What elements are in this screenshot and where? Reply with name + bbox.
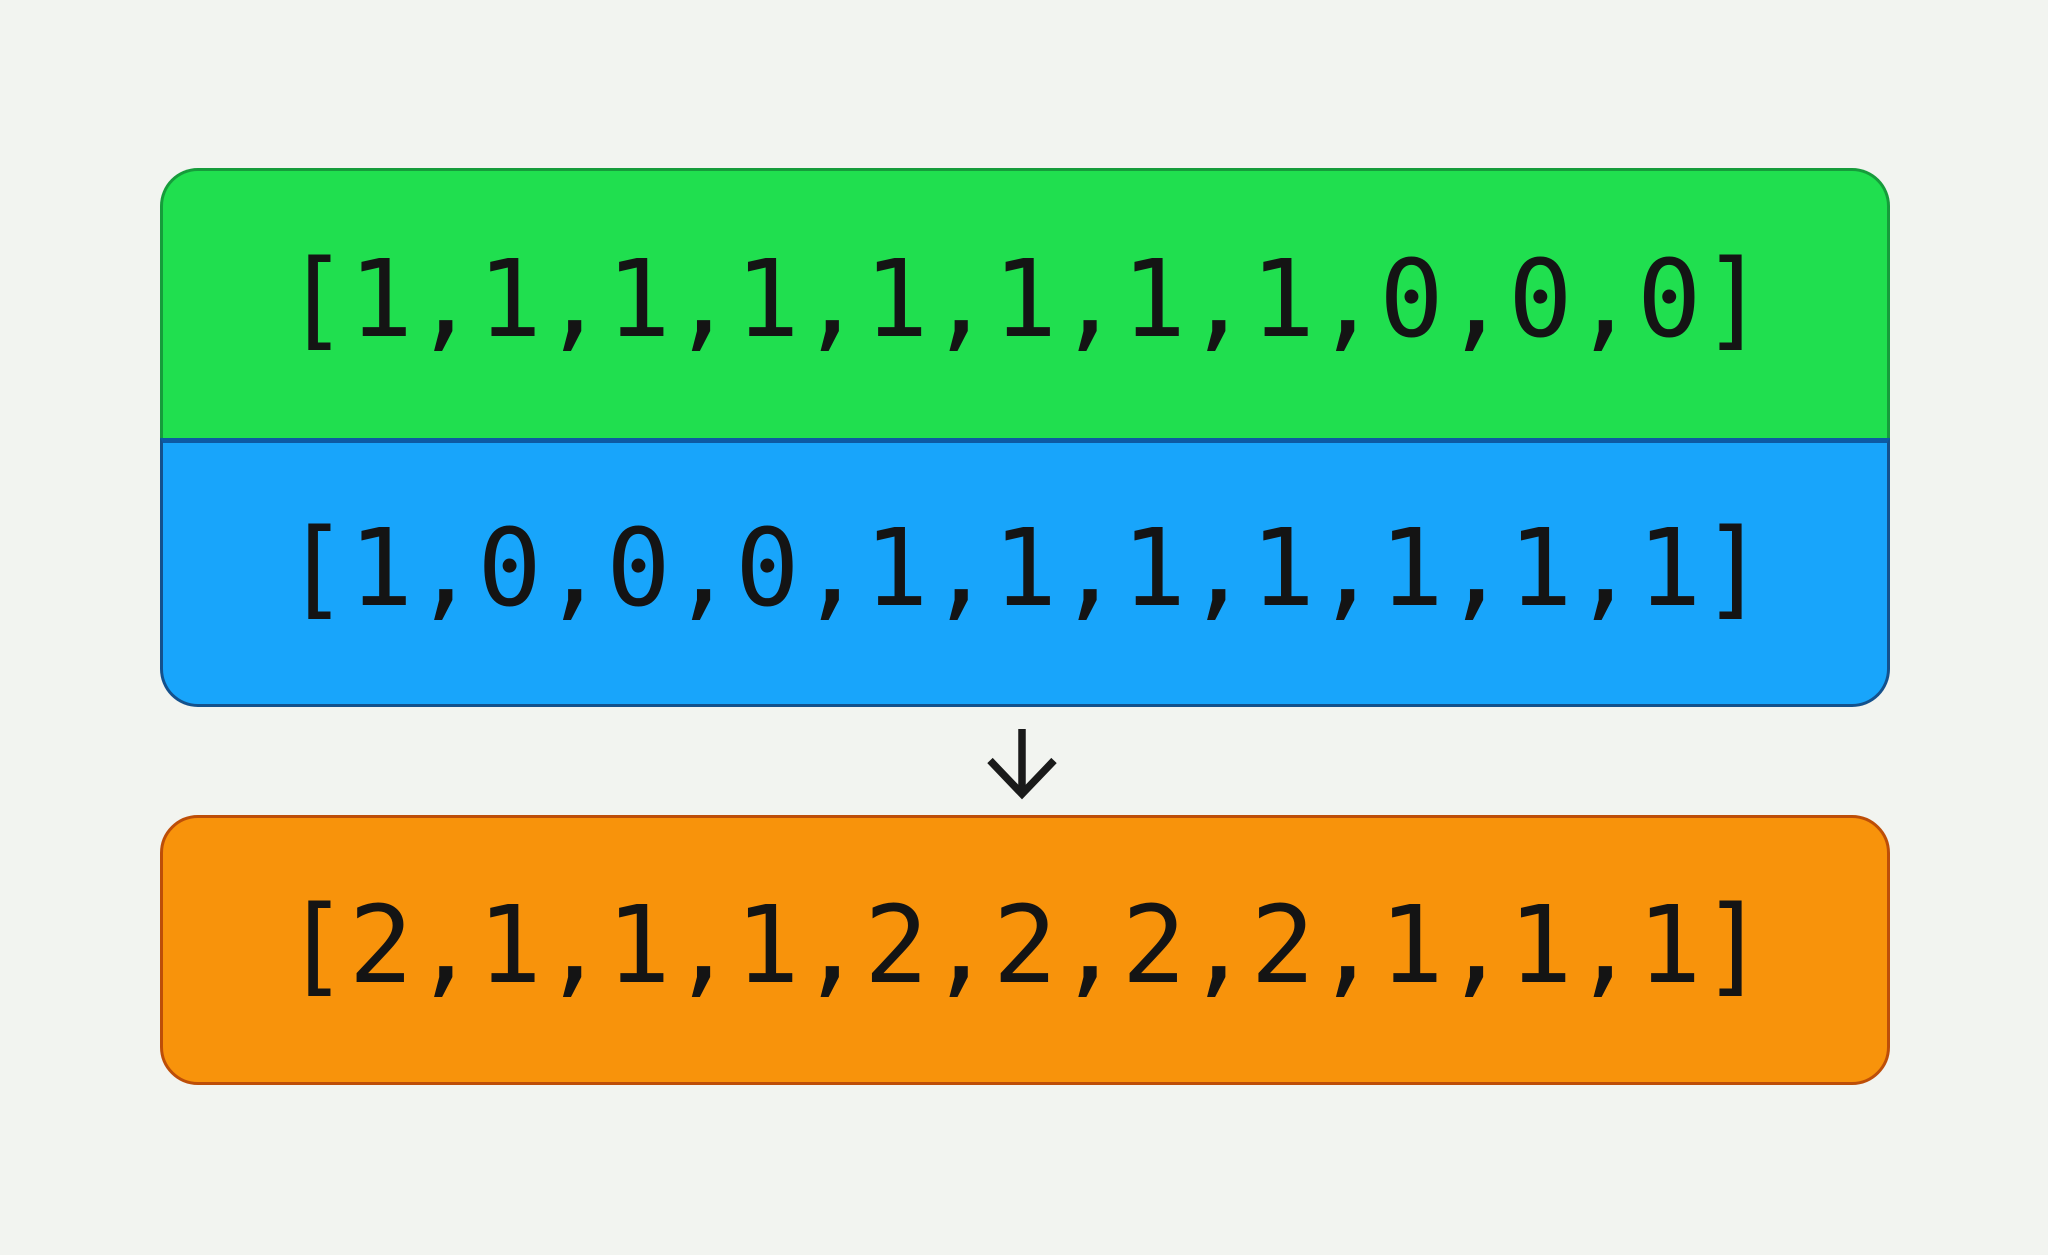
array-box-blue: [1,0,0,0,1,1,1,1,1,1,1]: [160, 438, 1890, 707]
array-box-orange-result: [2,1,1,1,2,2,2,2,1,1,1]: [160, 815, 1890, 1085]
down-arrow-icon: [982, 724, 1062, 804]
array-text-orange-result: [2,1,1,1,2,2,2,2,1,1,1]: [284, 883, 1766, 1008]
array-box-green: [1,1,1,1,1,1,1,1,0,0,0]: [160, 168, 1890, 438]
input-array-stack: [1,1,1,1,1,1,1,1,0,0,0] [1,0,0,0,1,1,1,1…: [160, 168, 1890, 707]
array-text-blue: [1,0,0,0,1,1,1,1,1,1,1]: [284, 507, 1766, 631]
array-text-green: [1,1,1,1,1,1,1,1,0,0,0]: [284, 238, 1766, 362]
